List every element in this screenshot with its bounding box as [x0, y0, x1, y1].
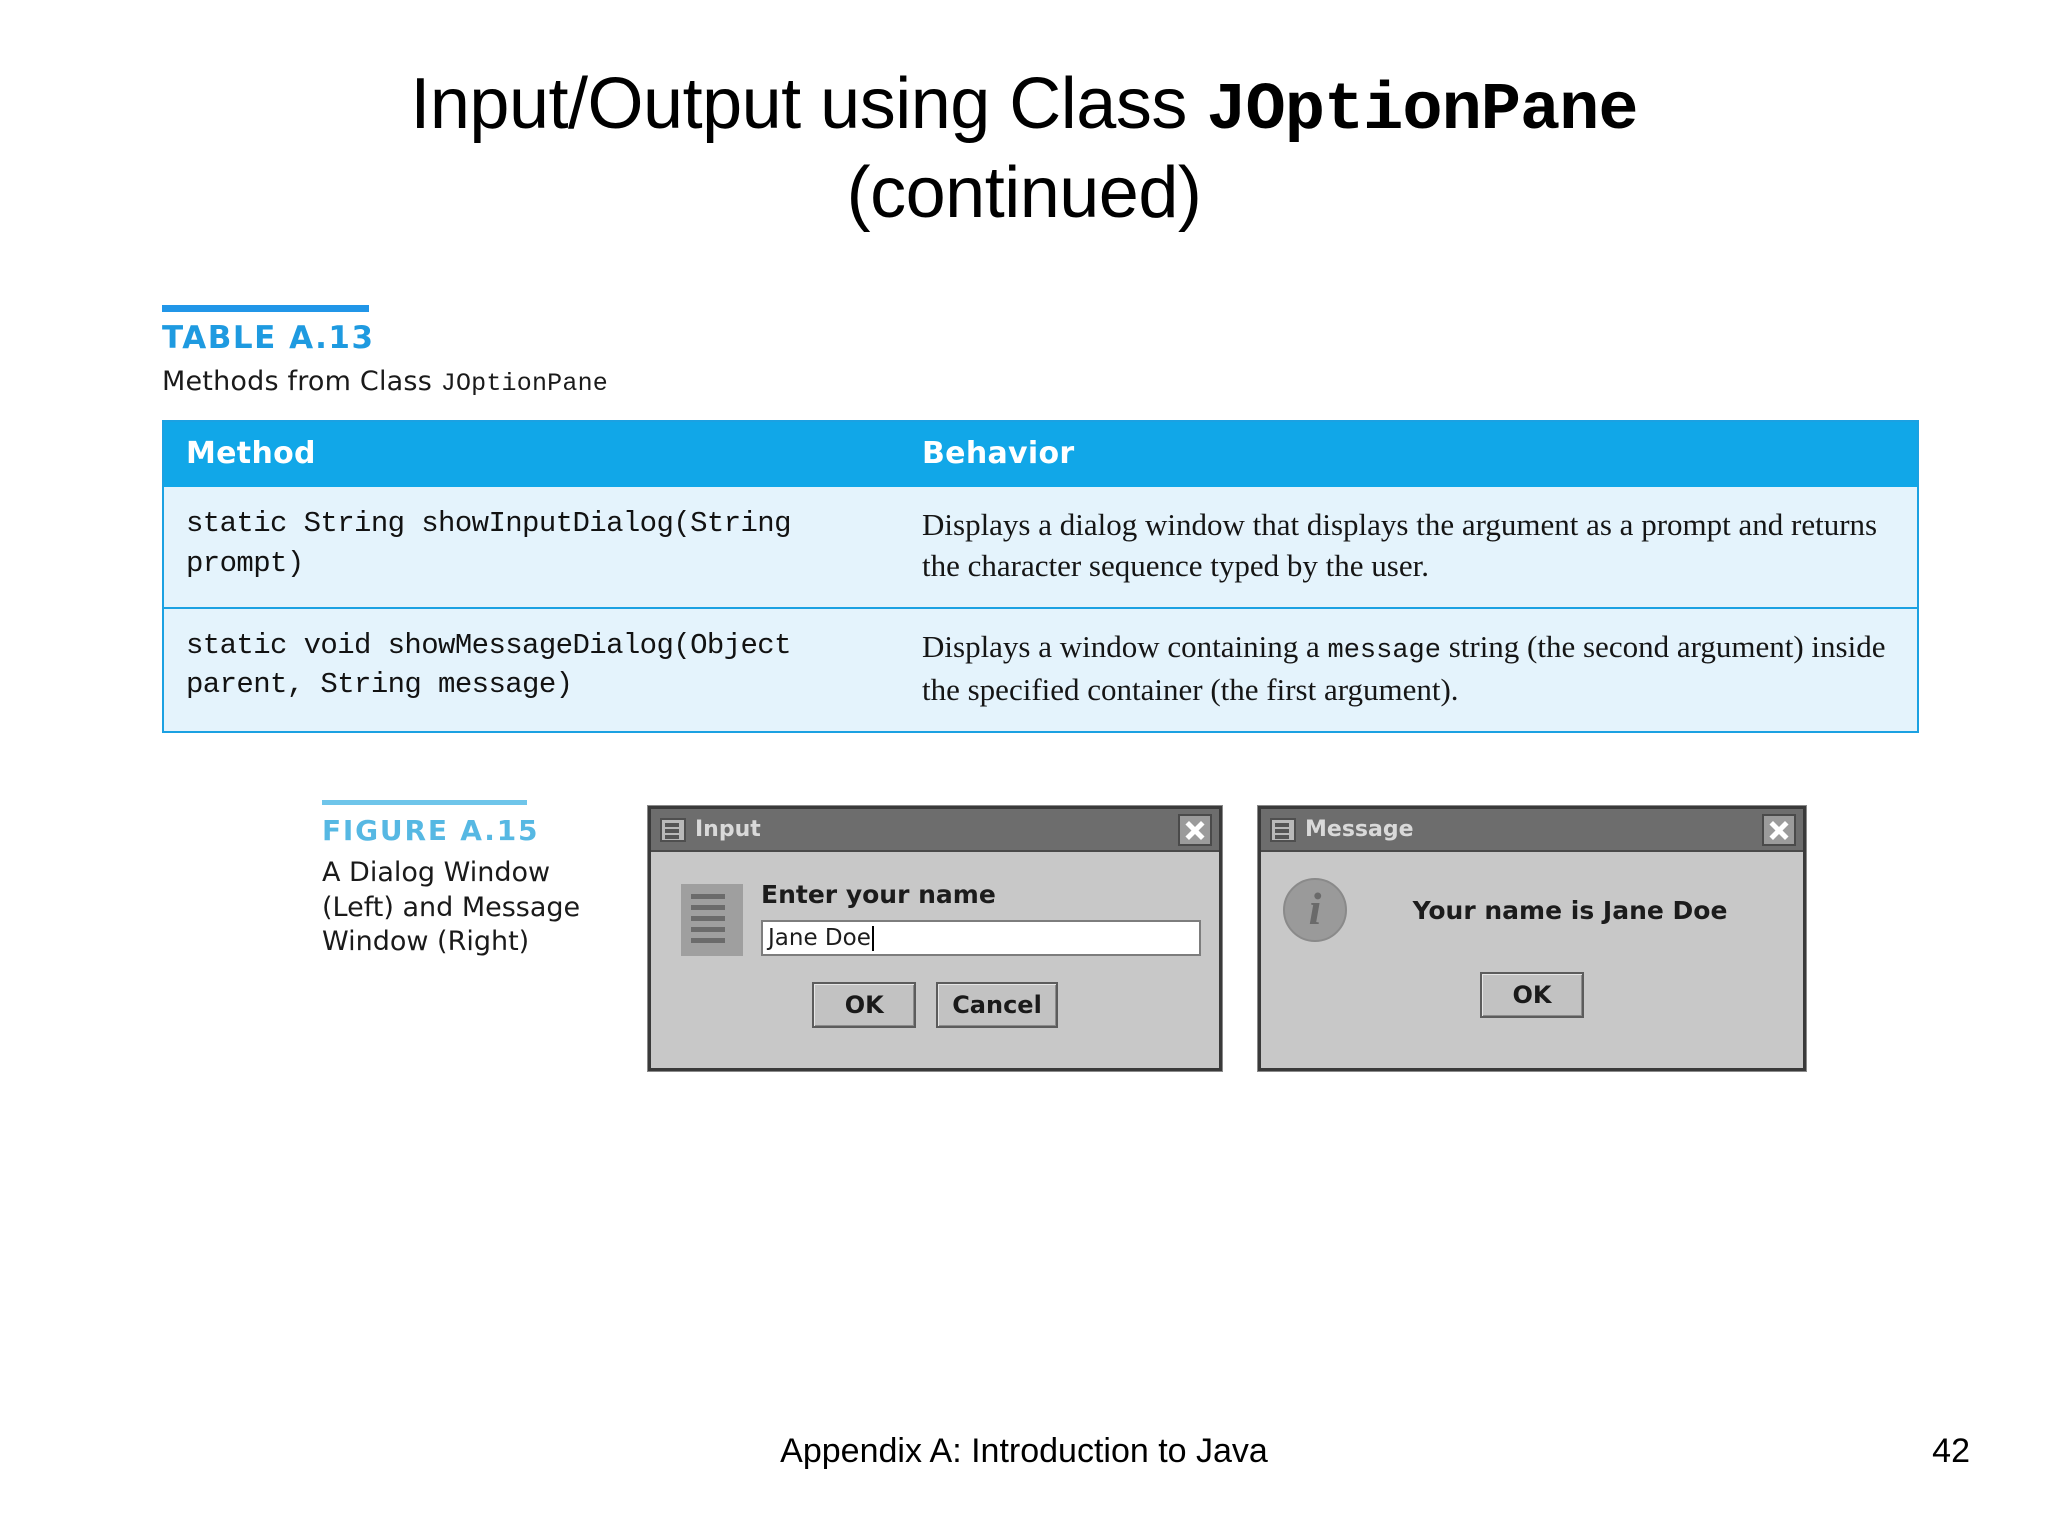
page-title-subline: (continued) — [846, 153, 1202, 234]
input-dialog-body: Enter your name Jane Doe — [651, 852, 1219, 956]
table-caption: Methods from Class JOptionPane — [162, 366, 1922, 398]
table-block: TABLE A.13 Methods from Class JOptionPan… — [162, 305, 1922, 733]
figure-caption: A Dialog Window (Left) and Message Windo… — [322, 857, 581, 958]
table-cell-method: static void showMessageDialog(Object par… — [163, 606, 900, 732]
table-cell-method: static String showInputDialog(String pro… — [163, 487, 900, 608]
name-input-field[interactable]: Jane Doe — [761, 920, 1201, 956]
table-cell-behavior: Displays a dialog window that displays t… — [900, 487, 1918, 608]
footer-text: Appendix A: Introduction to Java — [780, 1432, 1268, 1470]
message-dialog-buttons: OK — [1261, 972, 1803, 1018]
input-dialog-buttons: OK Cancel — [651, 982, 1219, 1028]
methods-table: Method Behavior static String showInputD… — [162, 420, 1919, 733]
column-header-behavior: Behavior — [900, 421, 1918, 488]
page-title: Input/Output using Class JOptionPane (co… — [0, 62, 2048, 236]
table-row: static void showMessageDialog(Object par… — [163, 606, 1918, 732]
table-label: TABLE A.13 — [162, 320, 375, 356]
close-icon[interactable] — [1178, 813, 1212, 846]
message-dialog-titlebar[interactable]: Message — [1261, 809, 1803, 852]
ok-button[interactable]: OK — [812, 982, 917, 1028]
behavior-text-part2: string (the second argument) inside the … — [922, 628, 1886, 708]
input-dialog-content: Enter your name Jane Doe — [761, 872, 1201, 956]
page-title-classname: JOptionPane — [1206, 73, 1638, 149]
window-icon — [1270, 817, 1296, 842]
input-dialog-window[interactable]: Input Enter your name Jane Doe OK Cancel — [648, 806, 1222, 1071]
ok-button[interactable]: OK — [1480, 972, 1584, 1018]
text-caret — [871, 925, 874, 951]
text-document-icon — [681, 884, 743, 956]
message-text: Your name is Jane Doe — [1412, 895, 1728, 925]
cancel-button[interactable]: Cancel — [936, 982, 1058, 1028]
input-dialog-title: Input — [695, 817, 761, 842]
behavior-description: Displays a dialog window that displays t… — [922, 507, 1878, 584]
table-caption-prefix: Methods from Class — [162, 366, 441, 398]
window-icon — [660, 817, 686, 842]
behavior-text-part1: Displays a window containing a — [922, 628, 1328, 664]
message-dialog-title: Message — [1305, 817, 1414, 842]
message-dialog-body: Your name is Jane Doe — [1261, 852, 1803, 942]
behavior-description: Displays a window containing a message s… — [922, 626, 1899, 711]
input-dialog-titlebar[interactable]: Input — [651, 809, 1219, 852]
table-header-row: Method Behavior — [163, 421, 1918, 488]
information-icon — [1283, 878, 1347, 942]
table-row: static String showInputDialog(String pro… — [163, 487, 1918, 608]
page-title-prefix: Input/Output using Class — [410, 64, 1207, 144]
table-caption-classname: JOptionPane — [440, 369, 608, 399]
method-signature: static String showInputDialog(String pro… — [186, 507, 792, 580]
figure-block: FIGURE A.15 A Dialog Window (Left) and M… — [322, 800, 622, 960]
message-dialog-window[interactable]: Message Your name is Jane Doe OK — [1258, 806, 1806, 1071]
page-number: 42 — [1932, 1432, 1970, 1470]
column-header-method: Method — [163, 421, 900, 488]
behavior-text-mono: message — [1327, 635, 1441, 666]
table-accent-rule — [162, 305, 369, 312]
figure-accent-rule — [322, 800, 527, 805]
input-prompt-label: Enter your name — [761, 880, 996, 909]
table-cell-behavior: Displays a window containing a message s… — [900, 606, 1918, 732]
close-icon[interactable] — [1762, 813, 1796, 846]
method-signature: static void showMessageDialog(Object par… — [186, 628, 792, 701]
name-input-value: Jane Doe — [768, 925, 871, 951]
figure-label: FIGURE A.15 — [322, 814, 540, 847]
